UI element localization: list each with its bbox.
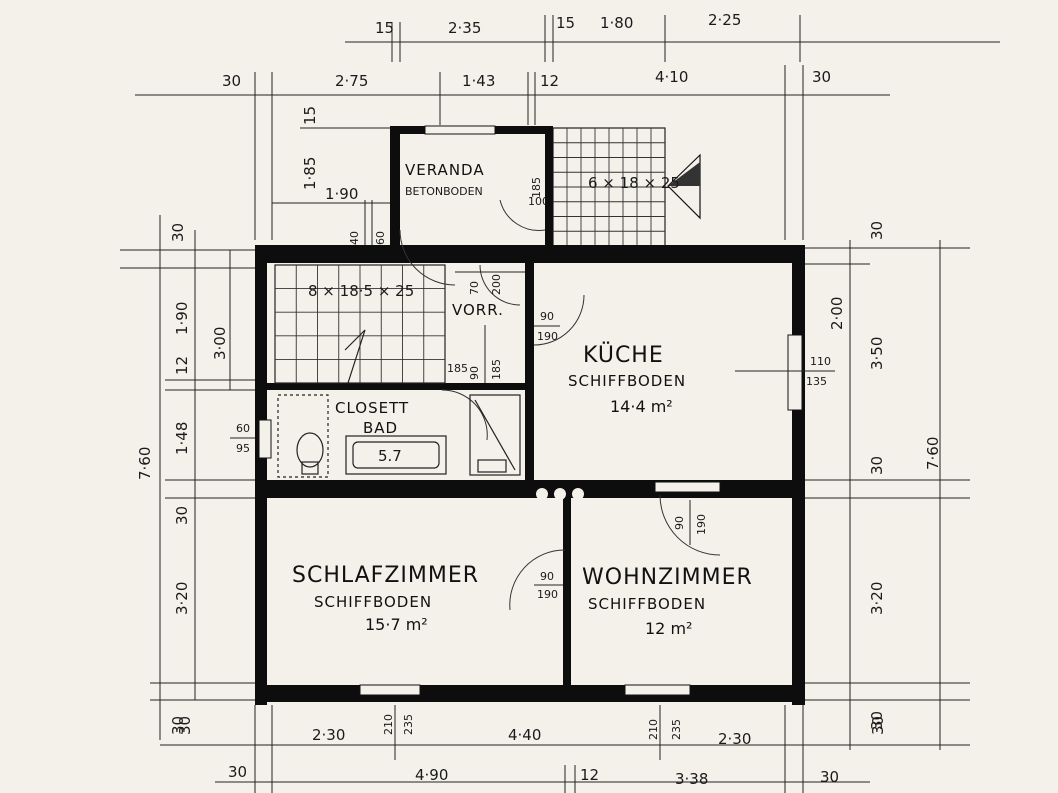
window-label-210b: 210 [647, 719, 660, 740]
door-label-90a: 90 [540, 310, 554, 323]
dim-bottom1-2: 4·40 [508, 726, 541, 744]
door-label-60: 60 [236, 422, 250, 435]
dim-left-outer-1: 7·60 [136, 447, 154, 480]
kueche-area: 14·4 m² [610, 397, 673, 416]
closet-name: CLOSETT [335, 399, 409, 417]
window-label-135: 135 [806, 375, 827, 388]
dim-top1-0: 15 [375, 19, 394, 37]
dim-top2-1: 2·75 [335, 72, 368, 90]
window-label-235a: 235 [402, 714, 415, 735]
dim-right-5: 3·20 [868, 582, 886, 615]
doors [399, 199, 721, 611]
dim-top1-4: 2·25 [708, 11, 741, 29]
kueche-floor: SCHIFFBODEN [568, 372, 686, 390]
windows [258, 125, 803, 696]
dim-left-outer-2: 30 [169, 716, 187, 735]
door-label-185b: 185 [447, 362, 468, 375]
dim-top2-4: 4·10 [655, 68, 688, 86]
door-label-60b: 60 [374, 231, 387, 245]
veranda-floor: BETONBODEN [405, 185, 483, 198]
veranda-name: VERANDA [405, 161, 485, 179]
dim-bottom2-2: 12 [580, 766, 599, 784]
dim-right-6: 30 [868, 711, 886, 730]
dim-bottom1-0: 30 [176, 716, 194, 735]
dim-small-185: 1·85 [301, 157, 319, 190]
window-label-110: 110 [810, 355, 831, 368]
outer-stair-label: 6 × 18 × 25 [588, 174, 680, 192]
dim-bottom1-3: 2·30 [718, 730, 751, 748]
dimensions-top: 15 2·35 15 1·80 2·25 30 2·75 1·43 12 4·1… [135, 11, 1000, 255]
window-label-235b: 235 [670, 719, 683, 740]
dim-top2-0: 30 [222, 72, 241, 90]
door-label-90c: 90 [673, 516, 686, 530]
dim-bottom2-0: 30 [228, 763, 247, 781]
door-label-190a: 190 [537, 330, 558, 343]
dim-small-15: 15 [301, 106, 319, 125]
door-label-185a: 185 [490, 359, 503, 380]
door-label-100: 100 [528, 195, 549, 208]
dim-left-inner-0: 1·90 [173, 302, 191, 335]
door-label-40: 40 [348, 231, 361, 245]
dim-top2-5: 30 [812, 68, 831, 86]
dim-top1-2: 15 [556, 14, 575, 32]
dim-bottom2-3: 3·38 [675, 770, 708, 788]
kueche-name: KÜCHE [583, 342, 664, 368]
window-label-210a: 210 [382, 714, 395, 735]
dim-right-3: 7·60 [924, 437, 942, 470]
wohnzimmer-name: WOHNZIMMER [582, 565, 753, 590]
dim-top2-2: 1·43 [462, 72, 495, 90]
bathroom-fixtures: 5.7 [277, 394, 521, 478]
door-label-190c: 190 [695, 514, 708, 535]
door-label-185c: 185 [530, 177, 543, 198]
dim-right-2: 3·50 [868, 337, 886, 370]
dim-right-4: 30 [868, 456, 886, 475]
door-label-200: 200 [490, 274, 503, 295]
wohnzimmer-area: 12 m² [645, 619, 692, 638]
dim-top2-3: 12 [540, 72, 559, 90]
door-label-90d: 90 [468, 366, 481, 380]
dim-bottom2-4: 30 [820, 768, 839, 786]
dim-left-inner-1: 12 [173, 356, 191, 375]
outer-staircase: 6 × 18 × 25 185 100 [528, 127, 701, 247]
dim-bottom2-1: 4·90 [415, 766, 448, 784]
dim-right-0: 30 [868, 221, 886, 240]
dim-right-1: 2·00 [828, 297, 846, 330]
schlafzimmer-floor: SCHIFFBODEN [314, 593, 432, 611]
wohnzimmer-floor: SCHIFFBODEN [588, 595, 706, 613]
dim-left-outer-0: 30 [169, 223, 187, 242]
vorraum-name: VORR. [452, 301, 504, 319]
dim-left-inner-2: 1·48 [173, 422, 191, 455]
bad-name: BAD [363, 419, 398, 437]
door-label-190b: 190 [537, 588, 558, 601]
dim-left-small-0: 3·00 [211, 327, 229, 360]
dim-small-190: 1·90 [325, 185, 358, 203]
room-labels: VERANDA BETONBODEN VORR. KÜCHE SCHIFFBOD… [292, 161, 753, 638]
door-labels: 90 190 90 190 90 190 110 135 70 200 90 1… [447, 271, 835, 601]
dim-left-inner-3: 30 [173, 506, 191, 525]
dimensions-right: 30 2·00 3·50 7·60 30 3·20 30 [805, 221, 970, 750]
inner-stair-label: 8 × 18·5 × 25 [308, 282, 414, 300]
dimensions-bottom: 30 2·30 4·40 2·30 30 30 4·90 12 3·38 30 … [160, 705, 970, 793]
dim-left-inner-4: 3·20 [173, 582, 191, 615]
door-label-70: 70 [468, 281, 481, 295]
inner-staircase: 8 × 18·5 × 25 [274, 264, 446, 384]
dim-top1-1: 2·35 [448, 19, 481, 37]
wall-openings [536, 488, 584, 500]
door-label-95: 95 [236, 442, 250, 455]
schlafzimmer-area: 15·7 m² [365, 615, 428, 634]
schlafzimmer-name: SCHLAFZIMMER [292, 563, 479, 588]
dimensions-left: 30 7·60 30 1·90 12 1·48 30 3·20 3·00 60 … [120, 215, 258, 740]
bathtub-label: 5.7 [378, 447, 402, 465]
dim-bottom1-1: 2·30 [312, 726, 345, 744]
dim-top1-3: 1·80 [600, 14, 633, 32]
door-label-90b: 90 [540, 570, 554, 583]
dim-bottom1-4: 30 [869, 716, 887, 735]
